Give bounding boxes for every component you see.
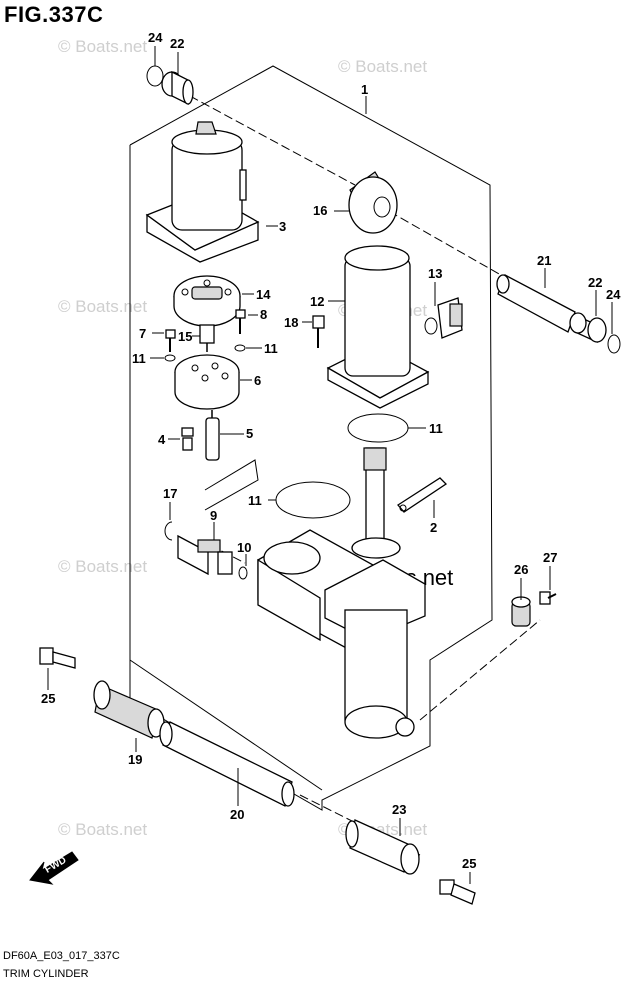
- callout-23: 23: [392, 802, 406, 817]
- callout-11: 11: [264, 341, 278, 356]
- bushing-22: [161, 70, 194, 106]
- valve-15: [199, 324, 215, 352]
- callout-11: 11: [429, 421, 443, 436]
- bushing-22-right: [569, 312, 607, 344]
- callout-11: 11: [132, 351, 146, 366]
- callout-9: 9: [210, 508, 217, 523]
- callout-25: 25: [41, 691, 55, 706]
- callouts: 24 22 1 3 16 14 7 15 8 11 11 6 4 5 12 18…: [41, 30, 621, 871]
- callout-21: 21: [537, 253, 551, 268]
- snap-ring-17: [164, 521, 173, 541]
- callout-11: 11: [248, 493, 262, 508]
- callout-7: 7: [139, 326, 146, 341]
- callout-24: 24: [148, 30, 163, 45]
- callout-4: 4: [158, 432, 166, 447]
- watermark: © Boats.net: [58, 37, 147, 56]
- spacer-26: [511, 596, 531, 627]
- cylinder-16: [348, 171, 398, 234]
- bolt-25-lower: [439, 879, 476, 905]
- pin-21: [496, 274, 576, 333]
- callout-15: 15: [178, 329, 192, 344]
- snap-ring-24-right: [607, 334, 621, 354]
- callout-2: 2: [430, 520, 437, 535]
- bushing-23: [345, 819, 420, 875]
- manual-valve-9: [177, 534, 233, 576]
- callout-19: 19: [128, 752, 142, 767]
- fwd-arrow-icon: FWD: [29, 851, 79, 885]
- tube-20: [159, 721, 295, 807]
- callout-14: 14: [256, 287, 271, 302]
- valve-body-6: [174, 354, 240, 410]
- bolt-7: [165, 329, 176, 352]
- callout-10: 10: [237, 540, 251, 555]
- callout-12: 12: [310, 294, 324, 309]
- sleeve-19: [93, 680, 165, 739]
- callout-24: 24: [606, 287, 621, 302]
- bolt-8: [235, 309, 246, 334]
- callout-1: 1: [361, 82, 368, 97]
- bolt-25-left: [39, 647, 76, 669]
- callout-13: 13: [428, 266, 442, 281]
- watermark: © Boats.net: [58, 557, 147, 576]
- o-ring-11: [164, 344, 246, 362]
- callout-16: 16: [313, 203, 327, 218]
- check-valve-4: [181, 427, 194, 451]
- pump-14: [173, 275, 241, 327]
- callout-27: 27: [543, 550, 557, 565]
- figure-name: TRIM CYLINDER: [3, 968, 89, 980]
- plug-13: [424, 297, 463, 339]
- trim-cylinder-1: [257, 447, 426, 739]
- bolt-27: [539, 591, 557, 605]
- o-ring-10: [238, 566, 248, 580]
- callout-20: 20: [230, 807, 244, 822]
- valve-5: [205, 410, 220, 461]
- callout-17: 17: [163, 486, 177, 501]
- callout-6: 6: [254, 373, 261, 388]
- callout-22: 22: [170, 36, 184, 51]
- callout-26: 26: [514, 562, 528, 577]
- watermark: © Boats.net: [58, 820, 147, 839]
- figure-title: FIG.337C: [4, 2, 104, 27]
- callout-25: 25: [462, 856, 476, 871]
- callout-3: 3: [279, 219, 286, 234]
- callout-5: 5: [246, 426, 253, 441]
- watermark: © Boats.net: [338, 57, 427, 76]
- snap-ring-24: [146, 65, 164, 87]
- o-ring-11-large: [275, 413, 409, 519]
- callout-18: 18: [284, 315, 298, 330]
- callout-22: 22: [588, 275, 602, 290]
- bracket-2: [397, 477, 448, 513]
- trim-motor-3: [145, 121, 260, 263]
- watermark: © Boats.net: [58, 297, 147, 316]
- reservoir-12: [326, 245, 430, 409]
- leader-lines: [47, 46, 613, 884]
- bolt-18: [312, 315, 325, 348]
- figure-code: DF60A_E03_017_337C: [3, 950, 120, 962]
- callout-8: 8: [260, 307, 267, 322]
